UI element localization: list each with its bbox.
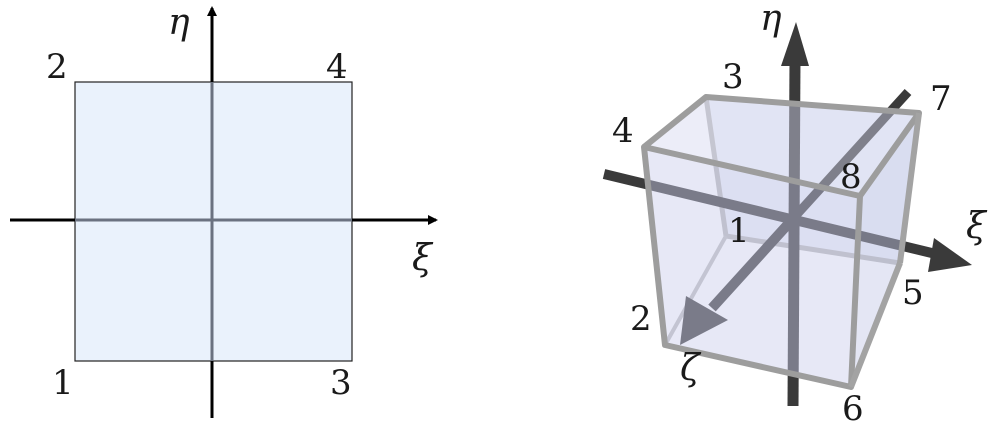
zeta-3d-label: ζ xyxy=(680,348,702,389)
cube-node-label-4: 4 xyxy=(612,111,634,151)
zeta-axis-3d-arrowhead xyxy=(680,296,728,345)
xi-3d-label: ξ xyxy=(966,206,988,247)
zeta-axis-3d-front xyxy=(708,218,794,312)
cube-node-label-8: 8 xyxy=(840,157,862,197)
cube-node-label-3: 3 xyxy=(722,57,744,97)
node-label-1: 1 xyxy=(52,363,74,403)
cube-node-label-6: 6 xyxy=(842,389,864,427)
xi-axis-3d-shaft xyxy=(602,169,942,260)
cube-node-label-5: 5 xyxy=(902,273,924,313)
node-label-3: 3 xyxy=(330,363,352,403)
cube-node-label-7: 7 xyxy=(930,79,952,119)
eta-axis-label: η xyxy=(168,2,190,43)
cube-top-frame xyxy=(642,94,922,198)
node-label-4: 4 xyxy=(326,47,348,87)
xi-axis-label: ξ xyxy=(412,238,434,279)
eta-3d-label: η xyxy=(760,0,782,39)
cube-right-face xyxy=(851,113,919,387)
cube-right-edge xyxy=(848,261,903,389)
cube-back-floor-edge xyxy=(663,235,728,346)
cube-front-face xyxy=(644,147,860,387)
cube-node-label-2: 2 xyxy=(630,299,652,339)
xi-axis-3d-arrowhead xyxy=(928,238,972,272)
reference-cube-3d: η ξ ζ 1 2 3 4 5 6 7 8 xyxy=(602,0,988,427)
reference-square-2d: η ξ 1 2 3 4 xyxy=(10,2,438,418)
eta-axis-3d-arrowhead xyxy=(781,22,809,66)
cube-back-vertical-edge xyxy=(703,96,729,237)
cube-top-face xyxy=(644,97,919,196)
cube-right-top-edge xyxy=(897,112,922,264)
eta-axis-3d-shaft xyxy=(787,59,801,407)
cube-node-label-1: 1 xyxy=(728,211,750,251)
node-label-2: 2 xyxy=(46,47,68,87)
